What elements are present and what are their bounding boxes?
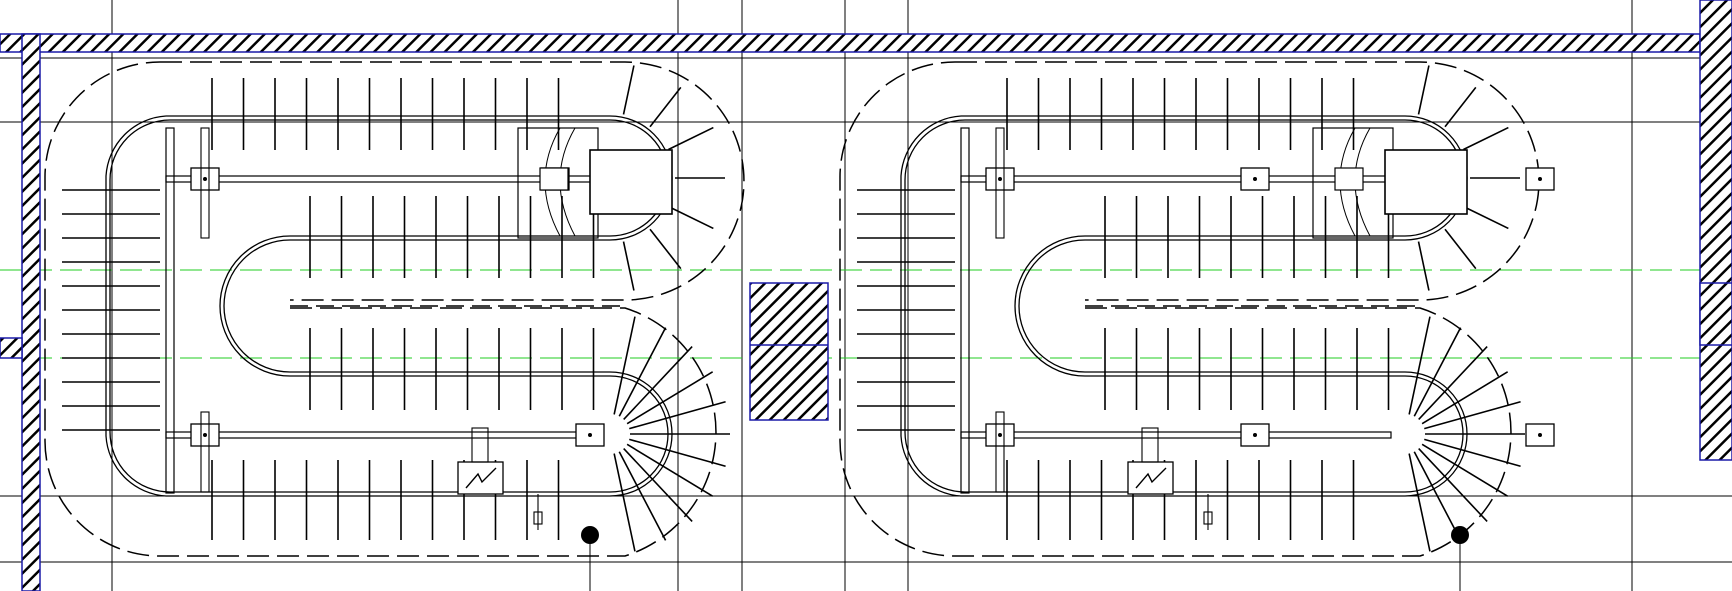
drive-unit-icon: [517, 127, 673, 239]
slat: [613, 453, 636, 552]
slat: [1413, 451, 1462, 541]
slat: [618, 451, 667, 541]
slat: [1444, 228, 1477, 270]
left-wall-stub: [0, 337, 23, 359]
slat: [1424, 438, 1521, 468]
conveyor-loop-right: [839, 61, 1555, 591]
frame-beam-bottom: [960, 431, 1392, 439]
stanchion: [995, 127, 1005, 239]
center-column: [749, 282, 829, 421]
slat: [1463, 205, 1509, 230]
slat: [618, 327, 667, 417]
slat: [629, 438, 726, 468]
slat: [613, 316, 636, 415]
support-column-icon: [998, 177, 1002, 181]
hanger-slats: [857, 65, 1525, 552]
left-wall: [21, 33, 41, 591]
support-column-icon: [1538, 433, 1542, 437]
support-column-icon: [588, 433, 592, 437]
right-wall: [1699, 0, 1732, 461]
frame-beam-top: [960, 175, 1392, 183]
stanchion: [200, 411, 210, 493]
support-column-icon: [1538, 177, 1542, 181]
slat: [1424, 400, 1521, 430]
support-column-icon: [1253, 433, 1257, 437]
slat: [649, 86, 682, 128]
slat: [1421, 443, 1509, 497]
safety-envelope: [839, 61, 1540, 557]
top-wall: [0, 33, 1701, 53]
slat: [1417, 65, 1430, 115]
slat: [1444, 86, 1477, 128]
lightning-bolt-icon: [465, 467, 497, 489]
slat: [1418, 448, 1488, 523]
support-column-icon: [1253, 177, 1257, 181]
slat: [649, 228, 682, 270]
slat: [1408, 316, 1431, 415]
support-column-icon: [203, 433, 207, 437]
slat: [1418, 345, 1488, 420]
slat: [1417, 241, 1430, 291]
slat: [623, 345, 693, 420]
slat: [668, 126, 714, 151]
lightning-bolt-icon: [1135, 467, 1167, 489]
frame-beam-bottom: [165, 431, 597, 439]
slat: [623, 448, 693, 523]
slat: [622, 241, 635, 291]
conveyor-loop-left: [44, 61, 745, 591]
slat: [626, 443, 714, 497]
slat: [626, 371, 714, 425]
slat: [1421, 371, 1509, 425]
stanchion: [200, 127, 210, 239]
frame-beam-top: [165, 175, 597, 183]
slat: [1463, 126, 1509, 151]
electrical-panel-icon: [457, 427, 543, 530]
right-wall-stub: [1699, 282, 1732, 346]
hanger-slats: [62, 65, 730, 552]
support-column-icon: [203, 177, 207, 181]
safety-envelope: [44, 61, 745, 557]
stanchion: [995, 411, 1005, 493]
frame-beam-left: [165, 127, 175, 494]
support-column-icon: [998, 433, 1002, 437]
slat: [1413, 327, 1462, 417]
slat: [629, 400, 726, 430]
slat: [1408, 453, 1431, 552]
axis-lines: [0, 269, 1732, 359]
drive-unit-icon: [1312, 127, 1468, 239]
slat: [622, 65, 635, 115]
slat: [668, 205, 714, 230]
frame-beam-left: [960, 127, 970, 494]
electrical-panel-icon: [1127, 427, 1213, 530]
